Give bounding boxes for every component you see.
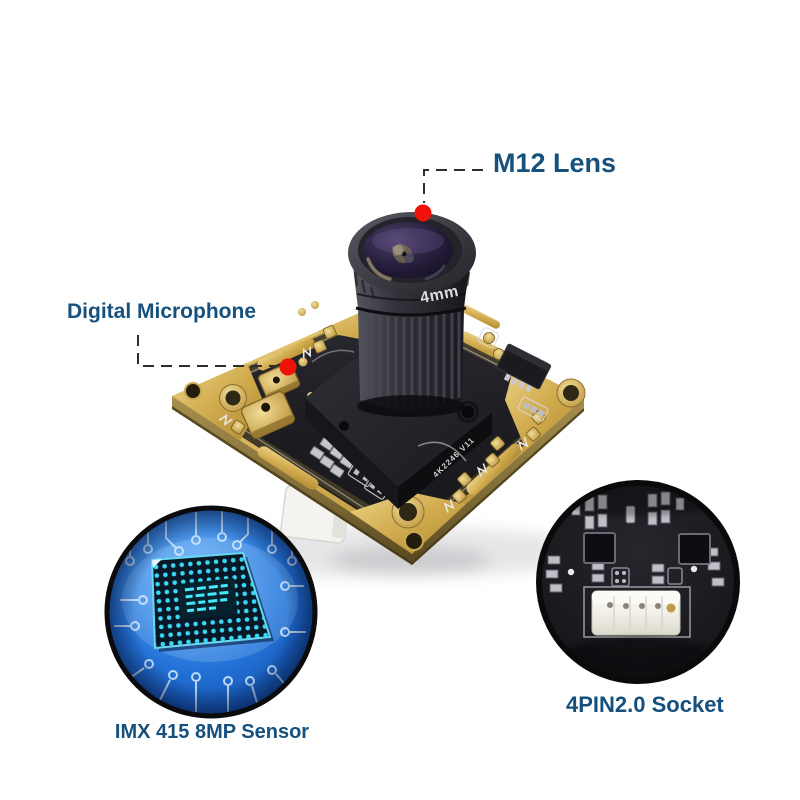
socket-inset <box>536 480 740 684</box>
lens-barrel: 4mm <box>348 212 476 417</box>
soic-chip <box>496 343 552 393</box>
socket-inset-caption: 4PIN2.0 Socket <box>566 692 724 717</box>
4pin-socket <box>583 586 691 638</box>
edge-notch <box>184 382 202 400</box>
mems-microphone-large <box>241 391 295 439</box>
edge-notch <box>404 531 424 551</box>
screw-hole <box>556 378 586 408</box>
microphone-callout-label: Digital Microphone <box>67 300 256 323</box>
lens-leader-line <box>423 169 483 203</box>
screw-hole <box>219 384 247 412</box>
microphone-leader-line <box>137 335 278 367</box>
sensor-inset <box>104 505 318 719</box>
sensor-inset-caption: IMX 415 8MP Sensor <box>114 721 310 743</box>
component-footprint <box>517 396 549 422</box>
microphone-marker-dot <box>279 358 297 376</box>
lens-callout-label: M12 Lens <box>493 148 617 178</box>
lens-marker-dot <box>414 204 432 222</box>
lens-inner-reflection <box>392 243 414 263</box>
